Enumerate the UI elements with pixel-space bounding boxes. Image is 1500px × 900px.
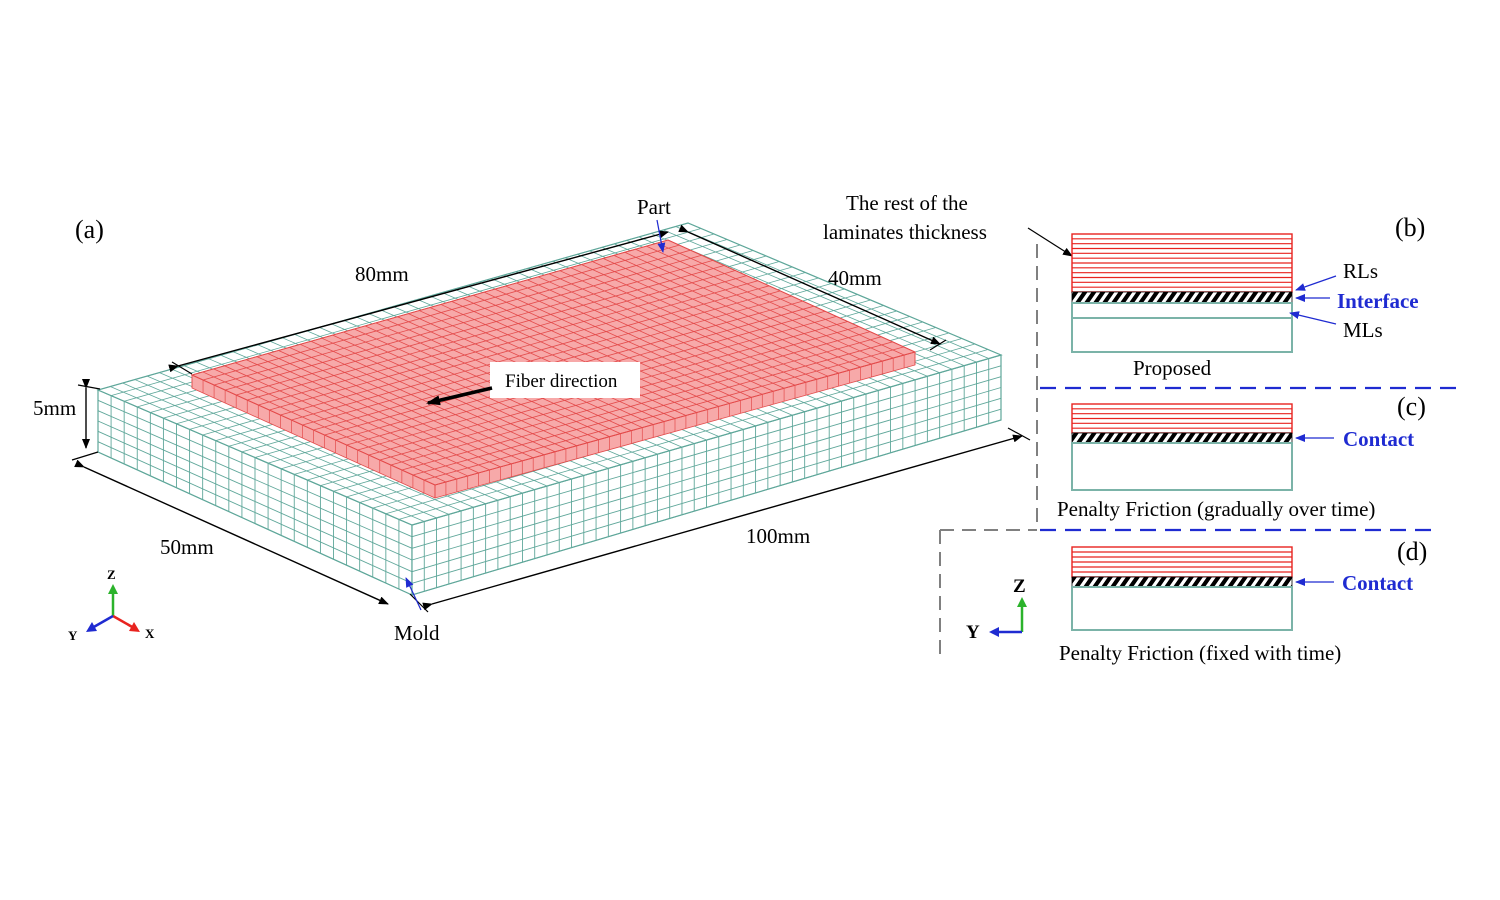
z-axis-2d-head — [1017, 597, 1027, 607]
axis-2d-z-label: Z — [1013, 576, 1026, 597]
part-label: Part — [637, 195, 671, 219]
dim-50-line — [74, 459, 389, 605]
y-axis-head — [86, 622, 97, 632]
separators — [939, 244, 1465, 655]
x-axis-arrow — [112, 614, 135, 630]
fiber-label-box — [490, 362, 640, 398]
mold-pointer-arrow — [405, 577, 422, 611]
panel-b: (b) RLs Interface MLs Proposed — [1071, 213, 1425, 380]
dim-40-line — [678, 224, 941, 345]
dim-40-tick-right — [929, 339, 947, 351]
panel-d-caption: Penalty Friction (fixed with time) — [1059, 641, 1341, 665]
part-top-grid-v — [213, 368, 457, 480]
panel-d-label: (d) — [1397, 537, 1427, 566]
panel-d-mold-layers — [1071, 586, 1293, 631]
contact-d-label: Contact — [1342, 571, 1413, 595]
part-pointer-arrow — [656, 219, 666, 253]
axis-triad-3d: Z X Y — [68, 567, 155, 643]
mls-label: MLs — [1343, 318, 1383, 342]
panel-d: (d) Contact Penalty Friction (fixed with… — [966, 537, 1427, 665]
dim-50-label: 50mm — [160, 535, 214, 559]
mold-label: Mold — [394, 621, 440, 645]
dim-5-tick-bottom — [71, 451, 99, 461]
dim-5-tick-top — [77, 384, 101, 390]
panel-b-mold-layers — [1071, 302, 1293, 353]
axis-2d-y-label: Y — [966, 622, 980, 643]
panel-a: (a) Part 80mm 40mm 5mm 50mm 100mm Mold F… — [33, 195, 1031, 645]
z-axis-head — [108, 584, 118, 594]
dim-100-tick-right — [1007, 427, 1031, 441]
rest-pointer-arrow — [1027, 227, 1073, 257]
dim-80-line — [168, 230, 669, 373]
dim-100-line — [422, 434, 1023, 611]
dim-80-label: 80mm — [355, 262, 409, 286]
panel-d-contact-band — [1071, 576, 1293, 588]
interface-label: Interface — [1337, 289, 1419, 313]
mold-top-grid-v — [134, 379, 449, 515]
dim-bottom-tick — [409, 593, 429, 613]
panel-c-mold-layers — [1071, 442, 1293, 491]
panel-b-interface-band — [1071, 291, 1293, 304]
rest-label-line1: The rest of the — [846, 191, 968, 215]
part-top-grid-v — [191, 374, 436, 486]
dim-80-tick-left — [171, 361, 193, 375]
mold-top-grid-v — [147, 375, 462, 512]
axis-x-label: X — [145, 626, 155, 641]
mls-pointer — [1289, 311, 1337, 325]
panel-a-label: (a) — [75, 215, 104, 244]
panel-b-resin-layers — [1071, 233, 1293, 293]
panel-c-caption: Penalty Friction (gradually over time) — [1057, 497, 1375, 521]
part-top-grid-v — [202, 371, 447, 483]
dim-100-label: 100mm — [746, 524, 810, 548]
panel-d-resin-layers — [1071, 546, 1293, 578]
y-axis-arrow — [91, 614, 114, 630]
x-axis-head — [129, 622, 140, 632]
axis-z-label: Z — [107, 567, 116, 582]
axis-y-label: Y — [68, 628, 78, 643]
y-axis-2d-head — [989, 627, 999, 637]
dim-40-label: 40mm — [828, 266, 882, 290]
panel-c-resin-layers — [1071, 403, 1293, 434]
dim-5-label: 5mm — [33, 396, 76, 420]
panel-b-caption: Proposed — [1133, 356, 1212, 380]
fiber-direction-arrow — [426, 386, 493, 406]
fiber-direction-label: Fiber direction — [505, 371, 618, 392]
panel-c-label: (c) — [1397, 392, 1426, 421]
axis-triad-2d: Z Y — [966, 576, 1027, 643]
panel-c-contact-band — [1071, 432, 1293, 444]
rls-pointer — [1295, 275, 1337, 291]
panel-c: (c) Contact Penalty Friction (gradually … — [1057, 392, 1426, 521]
contact-c-label: Contact — [1343, 427, 1414, 451]
rls-label: RLs — [1343, 259, 1378, 283]
panel-b-label: (b) — [1395, 213, 1425, 242]
rest-label-line2: laminates thickness — [823, 220, 987, 244]
